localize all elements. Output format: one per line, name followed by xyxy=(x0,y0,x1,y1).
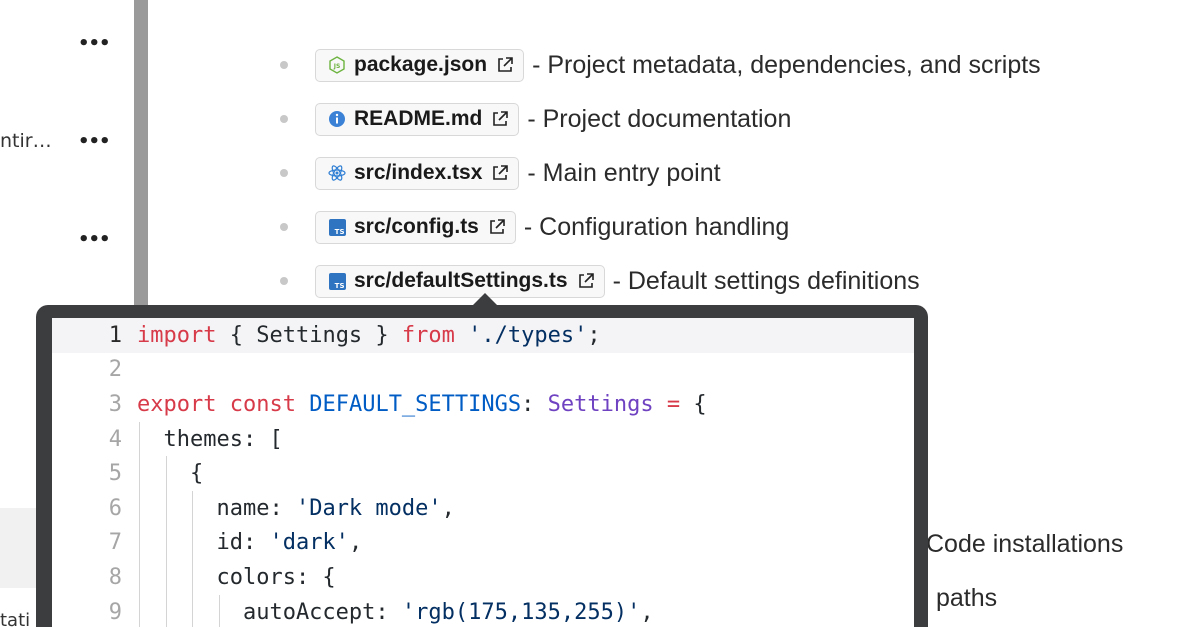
indent-guide xyxy=(192,594,193,627)
code-line: 9 autoAccept: 'rgb(175,135,255)', xyxy=(52,594,914,627)
file-name: package.json xyxy=(354,53,488,76)
code-line: 5 { xyxy=(52,456,914,491)
line-number: 4 xyxy=(108,426,122,452)
file-link-readme[interactable]: README.md xyxy=(315,102,520,136)
code-text: import { Settings } from './types'; xyxy=(137,322,601,348)
code-text: themes: [ xyxy=(137,426,283,452)
indent-guide xyxy=(139,594,140,627)
file-description: - Project documentation xyxy=(527,104,792,133)
code-text: autoAccept: 'rgb(175,135,255)', xyxy=(137,599,654,625)
file-link-package-json[interactable]: JS package.json xyxy=(315,48,525,82)
file-link-index-tsx[interactable]: src/index.tsx xyxy=(315,156,520,190)
code-line: 8 colors: { xyxy=(52,560,914,595)
line-number: 2 xyxy=(108,357,122,383)
more-options-button-1[interactable]: ••• xyxy=(78,33,111,54)
line-number: 8 xyxy=(108,564,122,590)
code-text: export const DEFAULT_SETTINGS: Settings … xyxy=(137,391,707,417)
external-link-icon xyxy=(495,55,515,75)
file-link-default-settings-ts[interactable]: TS src/defaultSettings.ts xyxy=(315,264,605,298)
indent-guide xyxy=(139,490,140,526)
bullet-icon xyxy=(280,61,288,69)
background-text-fragment: Code installations xyxy=(926,530,1124,558)
file-name: README.md xyxy=(354,107,483,130)
indent-guide xyxy=(165,490,167,526)
indent-guide xyxy=(192,525,193,561)
line-number: 7 xyxy=(108,530,122,556)
file-description: - Configuration handling xyxy=(523,212,790,241)
file-description: - Project metadata, dependencies, and sc… xyxy=(532,50,1041,79)
indent-guide xyxy=(165,594,167,627)
external-link-icon xyxy=(490,109,510,129)
file-description: - Main entry point xyxy=(527,158,721,187)
indent-guide xyxy=(139,525,140,561)
code-line: 1 import { Settings } from './types'; xyxy=(52,318,914,353)
code-text: name: 'Dark mode', xyxy=(137,495,455,521)
code-line: 3 export const DEFAULT_SETTINGS: Settings… xyxy=(52,387,914,422)
indent-guide xyxy=(192,490,193,526)
background-text-fragment: paths xyxy=(936,584,998,612)
file-description: - Default settings definitions xyxy=(612,266,920,295)
react-icon xyxy=(328,164,346,182)
indent-guide xyxy=(165,525,167,561)
indent-guide xyxy=(192,560,193,595)
line-number: 6 xyxy=(108,495,122,521)
node-js-icon: JS xyxy=(328,56,346,74)
external-link-icon xyxy=(487,217,507,237)
file-link-config-ts[interactable]: TS src/config.ts xyxy=(315,210,516,244)
list-item: README.md - Project documentation xyxy=(270,92,1041,146)
sidebar-item-truncated-bottom[interactable]: tati xyxy=(0,610,31,627)
line-number: 5 xyxy=(108,461,122,487)
more-options-button-3[interactable]: ••• xyxy=(78,229,111,250)
code-preview[interactable]: 1 import { Settings } from './types'; 2 3 ex… xyxy=(52,318,914,627)
list-item: TS src/config.ts - Configuration handlin… xyxy=(270,200,1041,254)
indent-guide xyxy=(218,594,220,627)
indent-guide xyxy=(139,456,140,491)
external-link-icon xyxy=(576,271,596,291)
file-name: src/index.tsx xyxy=(354,161,483,184)
sidebar-item-truncated[interactable]: ntir… xyxy=(0,130,52,152)
indent-guide xyxy=(139,560,140,595)
bullet-icon xyxy=(280,169,288,177)
typescript-icon: TS xyxy=(328,272,346,290)
list-item: JS package.json - Project metadata, depe… xyxy=(270,38,1041,92)
list-item: TS src/defaultSettings.ts - Default sett… xyxy=(270,254,1041,308)
line-number: 1 xyxy=(108,322,122,348)
code-text: { xyxy=(137,461,204,487)
indent-guide xyxy=(139,421,140,457)
popup-pointer xyxy=(472,293,498,306)
file-name: src/config.ts xyxy=(354,215,479,238)
file-name: src/defaultSettings.ts xyxy=(354,269,568,292)
code-line: 7 id: 'dark', xyxy=(52,525,914,561)
line-number: 3 xyxy=(108,391,122,417)
code-line: 6 name: 'Dark mode', xyxy=(52,490,914,526)
code-line: 4 themes: [ xyxy=(52,421,914,457)
list-item: src/index.tsx - Main entry point xyxy=(270,146,1041,200)
bullet-icon xyxy=(280,223,288,231)
svg-text:JS: JS xyxy=(333,63,341,70)
line-number: 9 xyxy=(108,599,122,625)
file-list: JS package.json - Project metadata, depe… xyxy=(270,38,1041,308)
external-link-icon xyxy=(490,163,510,183)
bullet-icon xyxy=(280,277,288,285)
info-icon xyxy=(328,110,346,128)
indent-guide xyxy=(165,456,167,491)
more-options-button-2[interactable]: ••• xyxy=(78,131,111,152)
bullet-icon xyxy=(280,115,288,123)
code-text: colors: { xyxy=(137,564,336,590)
typescript-icon: TS xyxy=(328,218,346,236)
code-text: id: 'dark', xyxy=(137,530,363,556)
code-line: 2 xyxy=(52,353,914,388)
indent-guide xyxy=(165,560,167,595)
